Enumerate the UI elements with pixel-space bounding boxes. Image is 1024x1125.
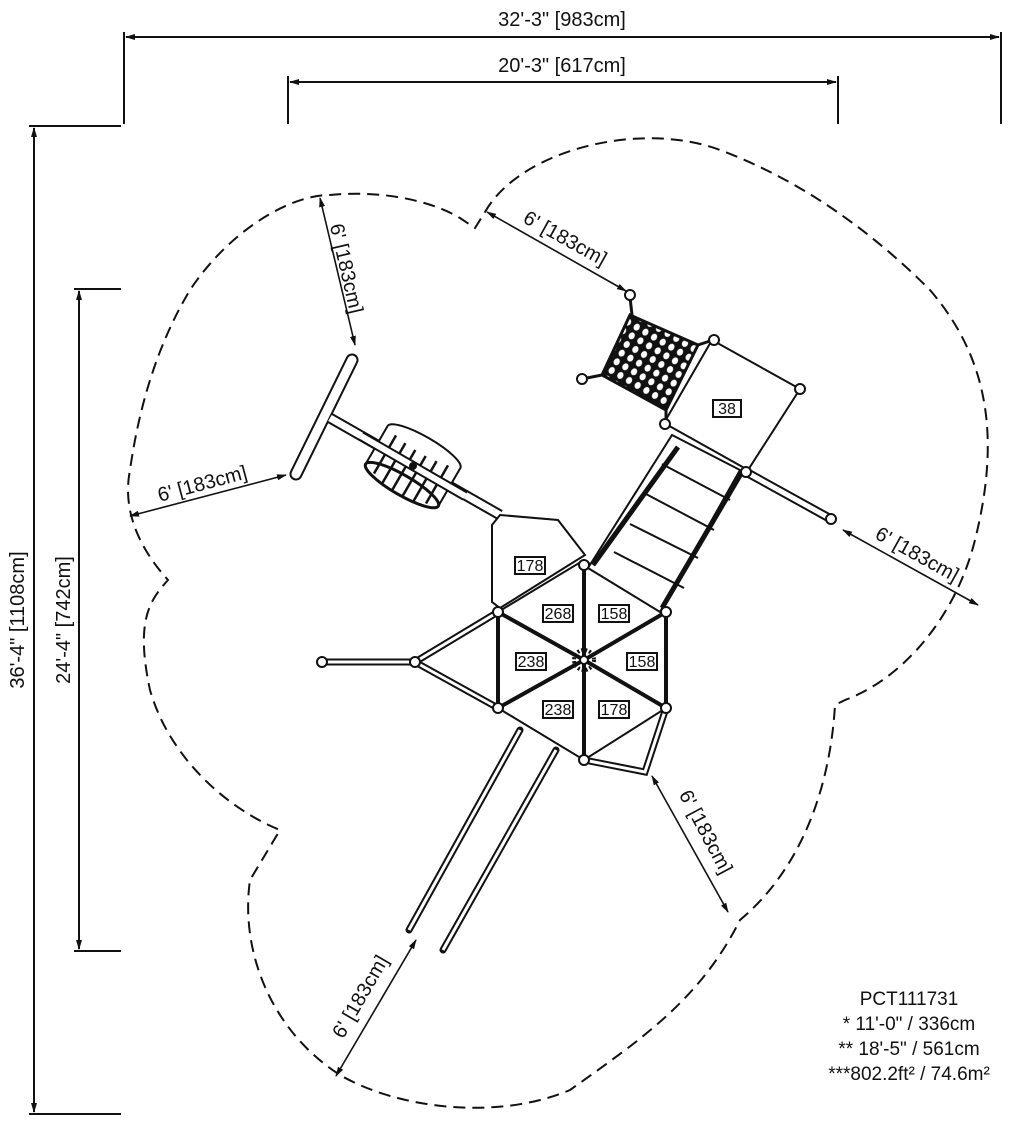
platform-height-labels: 38 178 268 158 238 158 238 178 [514,399,742,719]
equipment-length-label: 24'-4" [742cm] [53,556,75,684]
equipment-width-label: 20'-3" [617cm] [498,55,626,77]
safety-zone-label-top-left: 6' [183cm] [325,222,367,316]
post-markers [316,289,837,766]
height-label-hex-bottom-left: 238 [545,702,572,719]
right-rail [743,468,834,523]
spec-line-area: ***802.2ft² / 74.6m² [828,1064,990,1085]
bottom-right-rail [583,706,670,777]
spec-block: PCT111731 * 11'-0" / 336cm ** 18'-5" / 5… [804,987,1014,1087]
overall-width-dimension [123,32,1002,124]
equipment-width-dimension [287,76,839,124]
height-label-hex-top-right: 158 [601,606,628,623]
equipment-length-dimension [74,288,121,952]
overall-width-label: 32'-3" [983cm] [498,9,626,31]
height-label-hex-mid-left: 238 [518,654,545,671]
spec-line-length: ** 18'-5" / 561cm [838,1039,980,1060]
model-number: PCT111731 [859,989,959,1010]
left-triangle-climber [322,609,500,712]
slide-rails [405,726,560,954]
use-zone-outline [127,137,989,1109]
height-label-hex-top-left: 268 [545,606,572,623]
safety-zone-label-bottom: 6' [183cm] [328,952,393,1042]
height-label-upper-left: 178 [517,558,544,575]
height-label-deck: 38 [718,401,736,418]
safety-zone-arrows [129,197,979,1077]
overall-length-label: 36'-4" [1108cm] [7,551,29,688]
safety-zone-label-right: 6' [183cm] [872,523,963,587]
safety-zone-label-left: 6' [183cm] [155,462,249,507]
height-label-hex-mid-right: 158 [629,654,656,671]
spinning-drum [358,423,468,510]
spec-line-height: * 11'-0" / 336cm [842,1014,976,1035]
overall-length-dimension [29,125,121,1115]
height-label-hex-bottom-right: 178 [601,702,628,719]
